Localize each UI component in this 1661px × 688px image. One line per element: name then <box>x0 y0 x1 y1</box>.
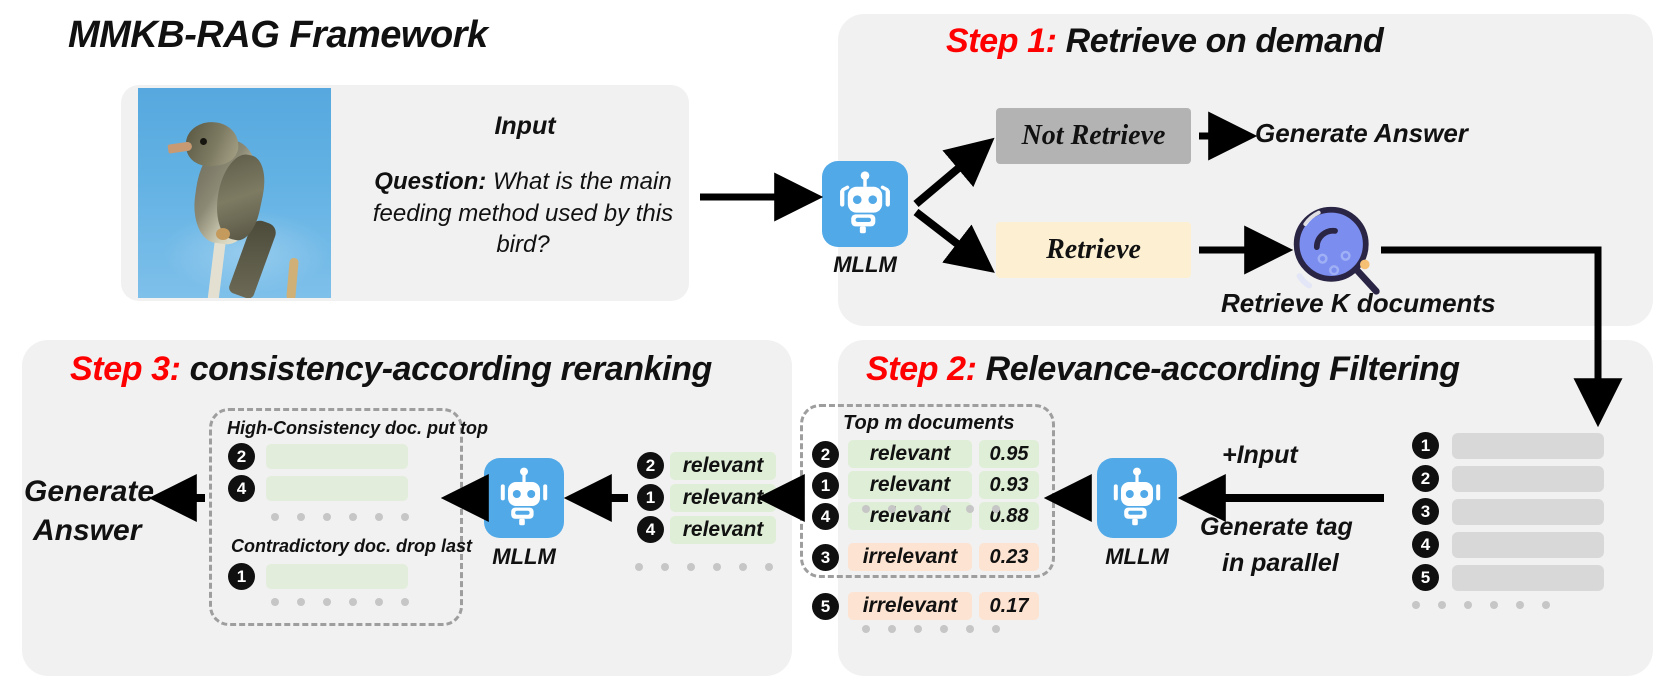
step1-title-text: Retrieve on demand <box>1065 22 1384 60</box>
high-consistency-ellipsis <box>271 513 409 521</box>
question-label: Question: <box>374 168 487 195</box>
top-m-caption: Top m documents <box>843 412 1015 434</box>
high-consistency-caption: High-Consistency doc. put top <box>227 418 488 438</box>
contradictory-badge: 1 <box>228 563 255 590</box>
mllm-label-step3: MLLM <box>492 544 556 569</box>
retrieved-doc-badge: 2 <box>1412 465 1439 492</box>
bird-foot <box>216 228 230 240</box>
retrieved-doc-bar <box>1452 466 1604 492</box>
mllm-label-step2: MLLM <box>1105 544 1169 569</box>
branch-not-retrieve[interactable]: Not Retrieve <box>996 108 1191 164</box>
step3-incoming-tag: relevant <box>670 484 776 512</box>
input-heading: Input <box>494 112 556 140</box>
retrieved-docs-ellipsis <box>1412 601 1550 609</box>
step3-incoming-badge: 2 <box>637 452 664 479</box>
tagged-rows-ellipsis-1 <box>862 505 1000 513</box>
mllm-label-step1: MLLM <box>833 252 897 277</box>
step2-title-text: Relevance-according Filtering <box>985 350 1460 388</box>
generate-tag-line2: in parallel <box>1222 549 1339 577</box>
page-title: MMKB-RAG Framework <box>68 14 488 56</box>
retrieved-doc-bar <box>1452 499 1604 525</box>
bird-photo <box>138 88 331 298</box>
retrieved-doc-bar <box>1452 433 1604 459</box>
step3-title-text: consistency-according reranking <box>189 350 713 388</box>
tagged-doc-badge: 2 <box>812 441 839 468</box>
generate-tag-line1: Generate tag <box>1200 513 1353 541</box>
step3-incoming-badge: 4 <box>637 516 664 543</box>
tagged-doc-badge: 1 <box>812 472 839 499</box>
mllm-robot-icon-step2 <box>1097 458 1177 538</box>
retrieved-doc-badge: 4 <box>1412 531 1439 558</box>
generate-answer-label-step1: Generate Answer <box>1255 118 1468 148</box>
step3-title: Step 3: consistency-according reranking <box>70 350 712 389</box>
tagged-doc-tag: relevant <box>848 471 972 499</box>
contradictory-ellipsis <box>271 598 409 606</box>
step2-number: Step 2: <box>866 350 977 388</box>
retrieved-doc-bar <box>1452 565 1604 591</box>
tagged-rows-ellipsis-2 <box>862 625 1000 633</box>
tagged-doc-tag: irrelevant <box>848 543 972 571</box>
step3-number: Step 3: <box>70 350 181 388</box>
mllm-robot-icon-step3 <box>484 458 564 538</box>
tagged-doc-score: 0.17 <box>979 592 1039 620</box>
tagged-doc-tag: irrelevant <box>848 592 972 620</box>
retrieved-doc-badge: 1 <box>1412 432 1439 459</box>
step2-title: Step 2: Relevance-according Filtering <box>866 350 1460 389</box>
tagged-doc-score: 0.93 <box>979 471 1039 499</box>
plus-input-label: +Input <box>1222 441 1298 469</box>
step3-incoming-badge: 1 <box>637 484 664 511</box>
high-consistency-badge: 2 <box>228 443 255 470</box>
contradictory-bar <box>266 564 408 589</box>
step3-incoming-ellipsis <box>635 563 773 571</box>
tagged-doc-badge: 3 <box>812 544 839 571</box>
tagged-doc-tag: relevant <box>848 440 972 468</box>
magnifier-icon <box>1288 203 1384 299</box>
generate-answer-line1: Generate <box>24 475 155 508</box>
retrieved-doc-badge: 5 <box>1412 564 1439 591</box>
tagged-doc-badge: 5 <box>812 593 839 620</box>
question-text: What is the main feeding method used by … <box>372 168 674 259</box>
retrieve-k-documents-label: Retrieve K documents <box>1221 288 1496 318</box>
tagged-doc-score: 0.95 <box>979 440 1039 468</box>
step1-number: Step 1: <box>946 22 1057 60</box>
high-consistency-badge: 4 <box>228 475 255 502</box>
mllm-robot-icon <box>822 161 908 247</box>
tagged-doc-score: 0.23 <box>979 543 1039 571</box>
retrieved-doc-bar <box>1452 532 1604 558</box>
branch-retrieve[interactable]: Retrieve <box>996 222 1191 278</box>
input-question: Question: What is the main feeding metho… <box>358 166 688 261</box>
contradictory-caption: Contradictory doc. drop last <box>231 536 473 556</box>
tagged-doc-badge: 4 <box>812 503 839 530</box>
step1-title: Step 1: Retrieve on demand <box>946 22 1384 61</box>
step3-incoming-tag: relevant <box>670 452 776 480</box>
bird-eye <box>200 138 207 145</box>
step3-incoming-tag: relevant <box>670 516 776 544</box>
high-consistency-bar <box>266 444 408 469</box>
generate-answer-line2: Answer <box>33 514 142 547</box>
high-consistency-bar <box>266 476 408 501</box>
retrieved-doc-badge: 3 <box>1412 498 1439 525</box>
branch-shape-2 <box>286 257 299 298</box>
